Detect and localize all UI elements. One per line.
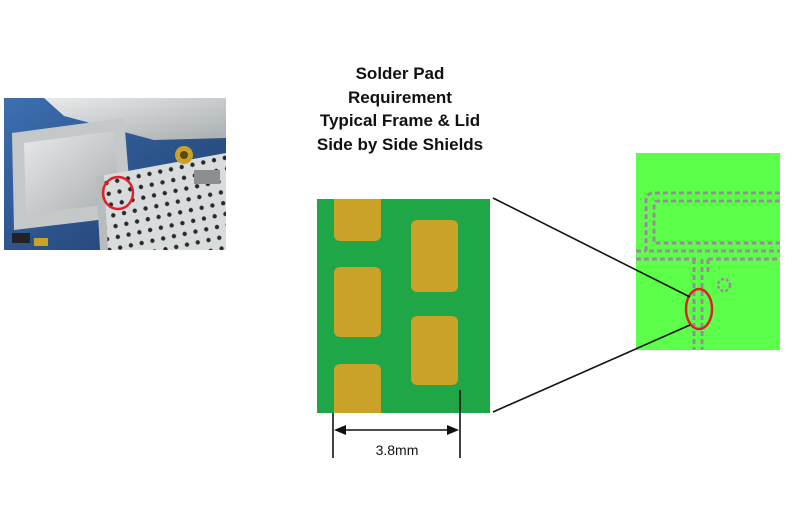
solder-pad bbox=[334, 199, 381, 241]
title-line-3: Typical Frame & Lid bbox=[319, 111, 481, 130]
pcb-photo-illustration bbox=[4, 98, 226, 250]
layout-traces bbox=[636, 191, 780, 350]
title-line-4: Side by Side Shields bbox=[316, 134, 484, 154]
pcb-layout-panel bbox=[636, 153, 780, 350]
title-line-1: Solder Pad bbox=[355, 64, 445, 83]
photo-highlight-circle bbox=[101, 175, 135, 211]
solder-pad bbox=[411, 316, 458, 385]
solder-pad bbox=[334, 267, 381, 337]
solder-pad bbox=[411, 220, 458, 292]
pcb-photo bbox=[4, 98, 226, 250]
layout-highlight-circle bbox=[684, 287, 714, 331]
title-line-2: Requirement bbox=[348, 87, 452, 107]
solder-pad-panel bbox=[317, 199, 490, 413]
diagram-title: Solder Pad Requirement Typical Frame & L… bbox=[270, 62, 530, 156]
solder-pad bbox=[334, 364, 381, 413]
dimension-label: 3.8mm bbox=[375, 442, 419, 458]
